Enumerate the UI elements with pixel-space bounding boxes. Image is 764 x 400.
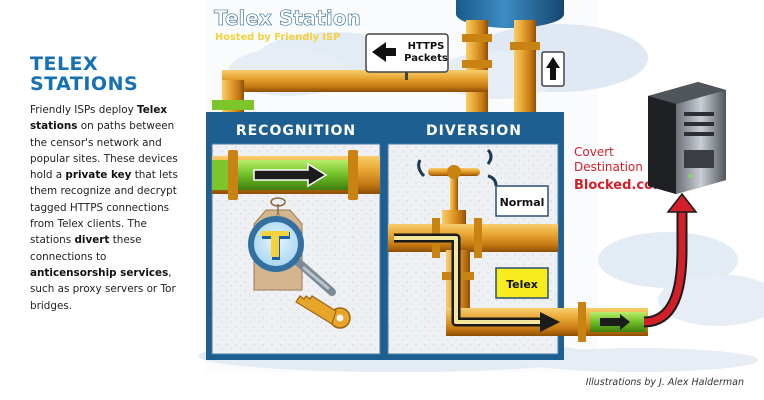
sidebar-text: Friendly ISPs deploy [30,104,138,116]
recognition-panel: T [211,143,381,355]
sidebar-emphasis: private key [65,169,132,182]
sign-line2: Packets [404,53,448,64]
sidebar-title-line1: TELEX [30,53,99,75]
key-icon [295,295,351,329]
normal-route-label: Normal [495,185,549,217]
inbound-pipe [212,20,540,116]
sidebar-text: that lets them recognize and decrypt tag… [30,169,178,247]
recognition-heading: RECOGNITION [236,123,356,139]
valve-icon [417,148,498,224]
exit-arrow-icon [600,314,630,330]
sidebar-emphasis: Telex stations [30,104,168,133]
station-subtitle: Hosted by Friendly ISP [215,32,340,43]
magnifier-icon: T [248,216,336,296]
sidebar-emphasis: divert [74,234,110,247]
tag-letter: T [276,261,277,263]
sidebar-title-line2: STATIONS [30,73,139,95]
telex-route-label: Telex [495,267,549,299]
recognition-arrow-icon [253,162,328,188]
covert-route-arrow [643,192,698,328]
covert-line2: Destination [574,160,643,174]
https-packets-sign: HTTPS Packets [365,33,449,80]
covert-line1: Covert [574,145,614,159]
sidebar-text: on paths between the censor's network an… [30,120,178,182]
telex-station-diagram: Telex Station Hosted by Friendly ISP HTT… [198,0,764,372]
server-icon [648,82,726,194]
diversion-arrowhead-icon [540,312,560,332]
illustration-credit: Illustrations by J. Alex Halderman [585,377,744,388]
up-arrow-icon [546,57,560,80]
normal-label: Normal [500,196,545,209]
blocked-site: Blocked.com [574,178,667,193]
covert-destination: Covert Destination Blocked.com [574,145,667,193]
sidebar-description: Friendly ISPs deploy Telex stations on p… [30,102,190,314]
sidebar-title: TELEX STATIONS [30,54,190,94]
station-title: Telex Station [214,6,361,30]
sidebar: TELEX STATIONS Friendly ISPs deploy Tele… [30,54,190,314]
telex-label: Telex [506,278,538,291]
sidebar-text: these connections to [30,234,142,263]
diversion-arrow-core [394,236,542,324]
sidebar-text: , such as proxy servers or Tor bridges. [30,266,176,312]
exit-pipe [564,302,648,342]
up-arrow-sign [541,51,565,87]
red-arrowhead-icon [666,192,698,213]
diversion-panel: Normal Telex [387,143,566,355]
diversion-heading: DIVERSION [426,123,522,139]
sidebar-emphasis: anticensorship services [30,266,169,279]
sign-line1: HTTPS [408,41,445,52]
